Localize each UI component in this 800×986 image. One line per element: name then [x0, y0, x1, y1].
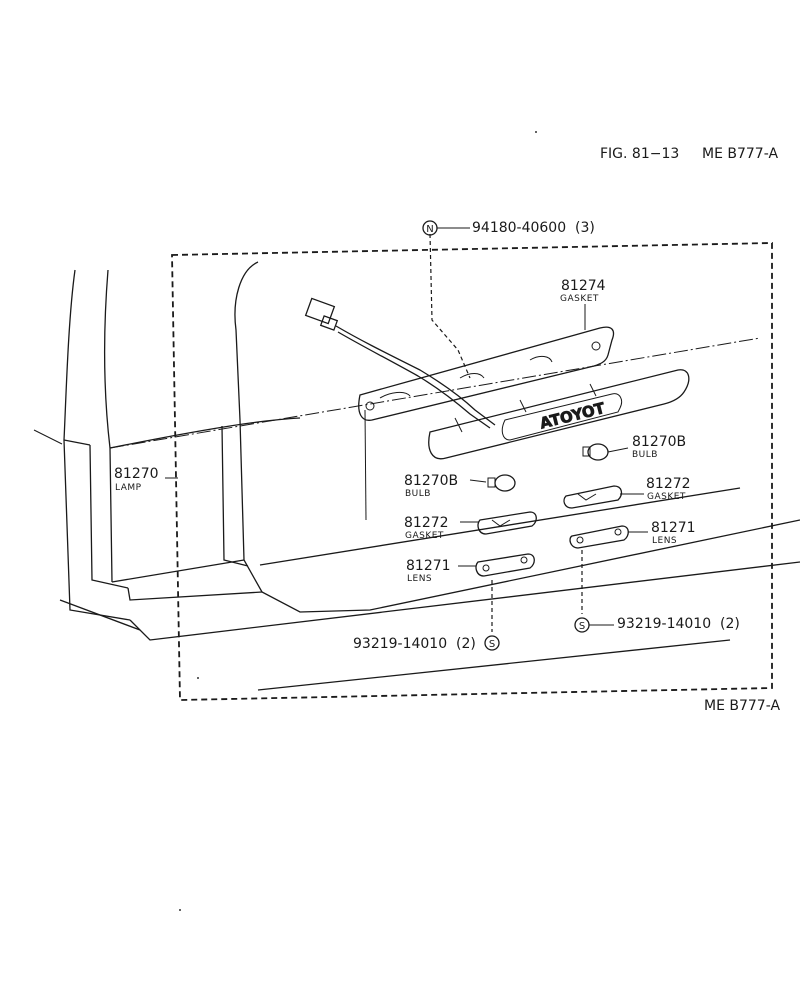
figure-code-top: ME B777-A [702, 146, 778, 162]
lens-left-number: 81271 [406, 558, 451, 574]
screw-right-qty: (2) [720, 616, 740, 632]
screw-top-number: 94180-40600 [472, 220, 566, 236]
gasket-left-shape [477, 511, 537, 535]
svg-text:S: S [489, 639, 495, 650]
assembly-boundary [171, 242, 773, 701]
s-mark-symbol-left: S [484, 635, 500, 651]
screw-right-number: 93219-14010 [617, 616, 711, 632]
screw-left-qty: (2) [456, 636, 476, 652]
screw-leader-n [429, 233, 471, 379]
figure-code-bottom: ME B777-A [704, 698, 780, 714]
gasket-81274-shape [358, 326, 615, 421]
lens-right-shape [569, 525, 629, 549]
lens-left-name: LENS [407, 574, 432, 584]
n-mark-symbol: N [422, 220, 438, 236]
connector-plug [304, 297, 336, 325]
scan-speck [197, 677, 199, 679]
gasket-right-name: GASKET [647, 492, 686, 502]
scan-speck [179, 909, 181, 911]
s-mark-symbol-right: S [574, 617, 590, 633]
gasket-top-name: GASKET [560, 294, 599, 304]
screw-top-qty: (3) [575, 220, 595, 236]
lamp-name: LAMP [115, 483, 142, 493]
gasket-left-name: GASKET [405, 531, 444, 541]
figure-number: FIG. 81−13 [600, 146, 679, 162]
lamp-number: 81270 [114, 466, 159, 482]
lens-right-name: LENS [652, 536, 677, 546]
svg-text:N: N [426, 224, 433, 235]
lens-right-number: 81271 [651, 520, 696, 536]
bulb-left-shape [487, 474, 516, 492]
gasket-left-number: 81272 [404, 515, 449, 531]
bulb-left-name: BULB [405, 489, 431, 499]
vehicle-body-outline [33, 261, 800, 691]
gasket-right-shape [563, 485, 623, 509]
svg-text:S: S [579, 621, 585, 632]
gasket-right-number: 81272 [646, 476, 691, 492]
lamp-mount-line [364, 409, 367, 521]
screw-left-number: 93219-14010 [353, 636, 447, 652]
scan-speck [535, 131, 537, 133]
bulb-right-number: 81270B [632, 434, 686, 450]
bulb-left-number: 81270B [404, 473, 458, 489]
bulb-right-shape [582, 443, 609, 461]
bulb-right-name: BULB [632, 450, 658, 460]
wire-harness [304, 297, 496, 429]
gasket-top-number: 81274 [561, 278, 606, 294]
lens-left-shape [475, 553, 535, 577]
